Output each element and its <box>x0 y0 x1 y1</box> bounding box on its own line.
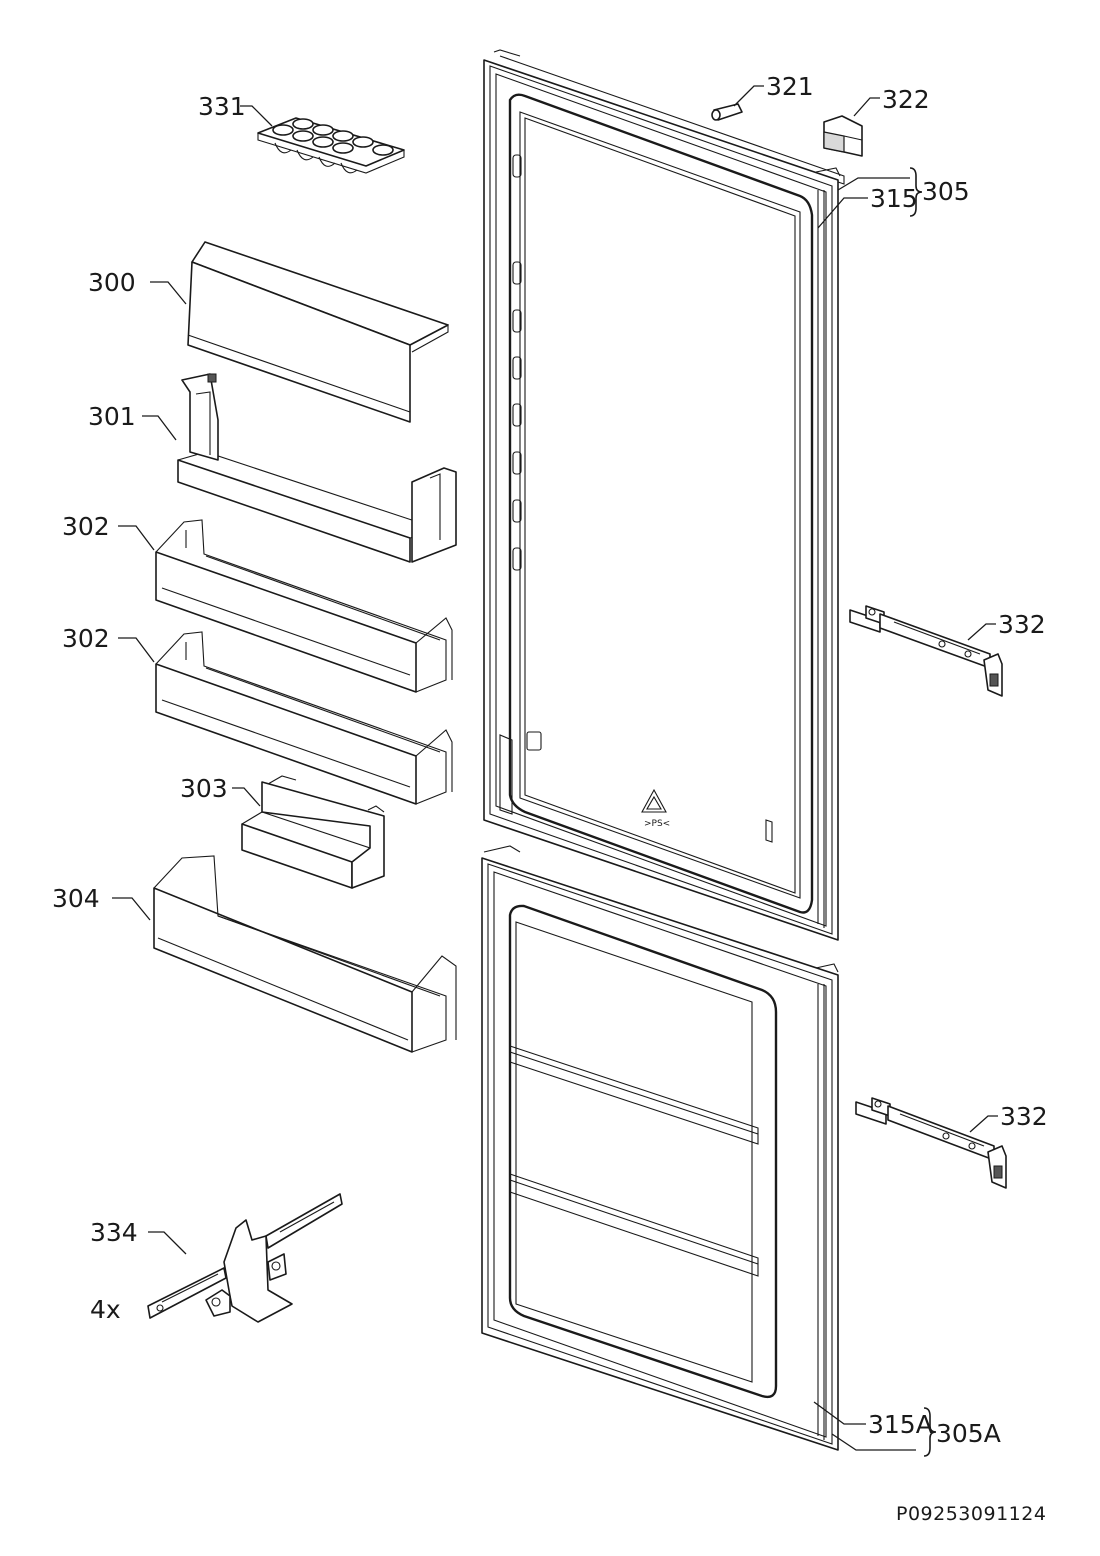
shelf-slots <box>512 154 522 571</box>
door-shelf-304-part <box>153 855 457 1053</box>
diagram-code: P09253091124 <box>896 1503 1046 1525</box>
label-303: 303 <box>180 774 228 803</box>
label-302-upper: 302 <box>62 512 110 541</box>
egg-tray-part <box>257 117 405 174</box>
leader-lines <box>112 85 998 1451</box>
hinge-332-upper-part <box>849 605 1003 697</box>
label-301: 301 <box>88 402 136 431</box>
label-315a: 315A <box>868 1410 933 1439</box>
label-321: 321 <box>766 72 814 101</box>
lower-door-part <box>481 845 839 1451</box>
brace-305 <box>909 167 923 217</box>
label-322: 322 <box>882 85 930 114</box>
pin-321-part <box>711 103 743 121</box>
label-304: 304 <box>52 884 100 913</box>
label-305: 305 <box>922 177 970 206</box>
label-315: 315 <box>870 184 918 213</box>
svg-text:>PS<: >PS< <box>644 819 670 829</box>
label-332-upper: 332 <box>998 610 1046 639</box>
shelf-lid-part <box>187 241 449 423</box>
upper-door-part: >PS< <box>483 49 845 941</box>
door-shelf-302-lower-part <box>155 631 453 805</box>
label-302-lower: 302 <box>62 624 110 653</box>
hinge-332-lower-part <box>855 1097 1007 1189</box>
cap-322-part <box>823 115 863 157</box>
recycling-icon: >PS< <box>641 788 670 829</box>
label-334: 334 <box>90 1218 138 1247</box>
door-shelf-301-part <box>177 373 457 563</box>
brace-305a <box>923 1407 937 1457</box>
small-box-303-part <box>241 775 385 889</box>
door-shelf-302-upper-part <box>155 519 453 693</box>
label-305a: 305A <box>936 1419 1001 1448</box>
label-332-lower: 332 <box>1000 1102 1048 1131</box>
label-300: 300 <box>88 268 136 297</box>
quantity-note: 4x <box>90 1295 121 1324</box>
bracket-334-part <box>147 1193 343 1323</box>
label-331: 331 <box>198 92 246 121</box>
